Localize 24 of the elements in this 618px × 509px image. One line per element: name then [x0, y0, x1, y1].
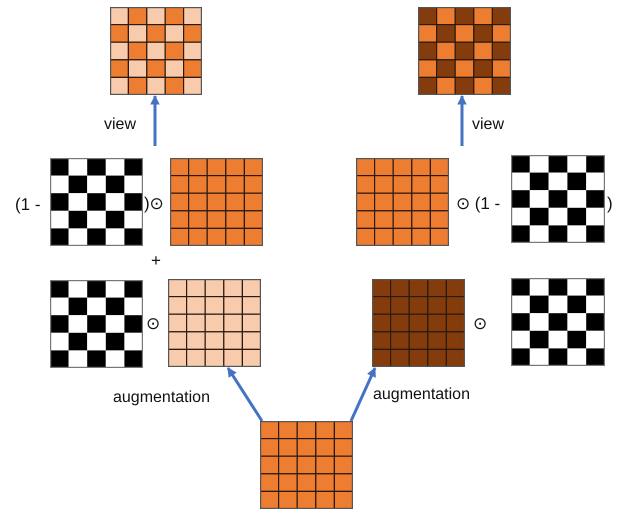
edge-label: augmentation: [373, 387, 470, 403]
formula-text: )⊙: [144, 195, 164, 212]
edge-label: augmentation: [113, 390, 210, 406]
formula-text: ): [607, 195, 613, 212]
formula-text: ⊙ (1 -: [456, 195, 500, 212]
formula-text: (1 -: [15, 196, 40, 213]
operator-symbol: ⊙: [146, 315, 160, 332]
checkerboard-mask-grid: [511, 155, 605, 243]
checkerboard-grid: [110, 7, 202, 95]
pixel-grid: [372, 279, 465, 367]
checkerboard-mask-grid: [50, 158, 143, 246]
checkerboard-grid: [418, 7, 511, 95]
checkerboard-mask-grid: [50, 280, 143, 368]
pixel-grid: [260, 421, 353, 509]
arrow: [226, 367, 264, 422]
operator-symbol: ⊙: [473, 315, 487, 332]
arrow: [350, 367, 376, 422]
pixel-grid: [168, 279, 261, 367]
arrow: [457, 95, 467, 146]
operator-symbol: +: [151, 252, 161, 269]
pixel-grid: [356, 158, 449, 246]
arrow: [150, 95, 160, 146]
pixel-grid: [170, 158, 263, 246]
checkerboard-mask-grid: [511, 278, 605, 366]
